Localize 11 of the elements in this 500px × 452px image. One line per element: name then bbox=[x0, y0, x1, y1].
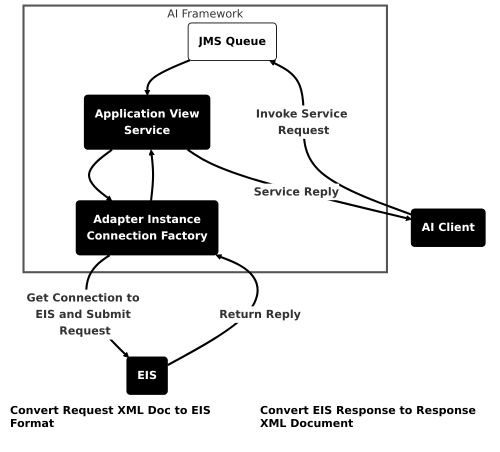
arrow bbox=[186, 148, 412, 222]
edge-label: Service Reply bbox=[253, 184, 339, 198]
arrow bbox=[88, 148, 112, 202]
edge-label: Get Connection to EIS and Submit Request bbox=[26, 290, 140, 338]
edge-label: Invoke Service Request bbox=[255, 106, 348, 137]
arrow bbox=[144, 59, 190, 96]
arrow bbox=[148, 149, 154, 202]
note-text: Convert Request XML Doc to EIS Format bbox=[10, 404, 212, 430]
edge-label: Return Reply bbox=[218, 308, 301, 321]
arrow bbox=[166, 254, 258, 366]
note-text: Convert EIS Response to Response XML Document bbox=[260, 404, 477, 430]
